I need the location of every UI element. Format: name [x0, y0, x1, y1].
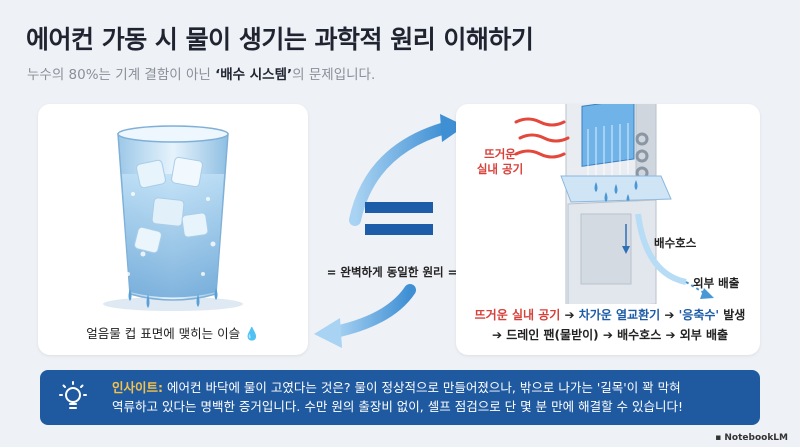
drain-hose-label: 배수호스 [654, 236, 697, 250]
outside-discharge-label: 외부 배출 [693, 276, 740, 290]
subtitle-prefix: 누수의 80%는 기계 결함이 아닌 [27, 67, 216, 83]
glass-card: 얼음물 컵 표면에 맺히는 이슬 💧 [38, 104, 308, 355]
hot-air-line2: 실내 공기 [476, 162, 524, 176]
page-subtitle: 누수의 80%는 기계 결함이 아닌 ‘배수 시스템’의 문제입니다. [27, 63, 375, 83]
insight-heading: 인사이트: [112, 380, 163, 395]
flow-line-2: ➔ 드레인 팬(물받이) ➔ 배수호스 ➔ 외부 배출 [470, 325, 750, 345]
flow-arrow-icon: ➔ [664, 308, 675, 322]
glass-caption-text: 얼음물 컵 표면에 맺히는 이슬 [86, 326, 241, 341]
flow-step-exchanger: 차가운 열교환기 [578, 308, 661, 322]
subtitle-suffix: 의 문제입니다. [292, 67, 376, 83]
ice-water-glass-illustration [103, 125, 243, 311]
hot-air-line1: 뜨거운 [484, 147, 516, 161]
glass-caption: 얼음물 컵 표면에 맺히는 이슬 💧 [38, 323, 308, 342]
insight-line-1: 인사이트: 에어컨 바닥에 물이 고였다는 것은? 물이 정상적으로 만들어졌으… [112, 378, 746, 397]
aircon-card: 뜨거운 실내 공기 배수호스 외부 배출 [456, 63, 760, 355]
principle-label: = 완벽하게 동일한 원리 = [326, 265, 458, 279]
flow-arrows [314, 114, 465, 348]
water-drop-icon: 💧 [244, 326, 260, 341]
hot-air-label: 뜨거운 실내 공기 [470, 147, 530, 177]
flow-arrow-icon: ➔ [491, 328, 503, 342]
flow-step-hot-air: 뜨거운 실내 공기 [474, 308, 561, 322]
flow-step-drain-pan: 드레인 팬(물받이) [506, 328, 599, 342]
equals-sign [365, 202, 433, 246]
subtitle-bold: ‘배수 시스템’ [215, 67, 293, 83]
flow-step-condensate: '응축수' [678, 308, 720, 322]
lightbulb-icon [59, 381, 87, 409]
insight-line2: 역류하고 있다는 명백한 증거입니다. 수만 원의 출장비 없이, 셀프 점검으… [112, 399, 684, 414]
flow-step-hose: 배수호스 [617, 328, 662, 342]
flow-step-condensate-suffix: 발생 [719, 308, 746, 322]
insight-banner: 인사이트: 에어컨 바닥에 물이 고였다는 것은? 물이 정상적으로 만들어졌으… [40, 370, 760, 425]
brand-text: NotebookLM [724, 433, 788, 443]
flow-arrow-icon: ➔ [564, 308, 575, 322]
flow-arrow-icon: ➔ [665, 328, 676, 342]
aircon-illustration [514, 63, 714, 315]
insight-line1: 에어컨 바닥에 물이 고였다는 것은? 물이 정상적으로 만들어졌으나, 밖으로… [163, 380, 681, 395]
process-flow: 뜨거운 실내 공기 ➔ 차가운 열교환기 ➔ '응축수' 발생 ➔ 드레인 팬(… [470, 305, 750, 345]
flow-arrow-icon: ➔ [602, 328, 613, 342]
flow-step-outside: 외부 배출 [679, 328, 729, 342]
brand-label: ▪ NotebookLM [715, 433, 788, 443]
page-title: 에어컨 가동 시 물이 생기는 과학적 원리 이해하기 [26, 25, 534, 54]
insight-text: 인사이트: 에어컨 바닥에 물이 고였다는 것은? 물이 정상적으로 만들어졌으… [112, 378, 746, 416]
flow-line-1: 뜨거운 실내 공기 ➔ 차가운 열교환기 ➔ '응축수' 발생 [470, 305, 750, 325]
